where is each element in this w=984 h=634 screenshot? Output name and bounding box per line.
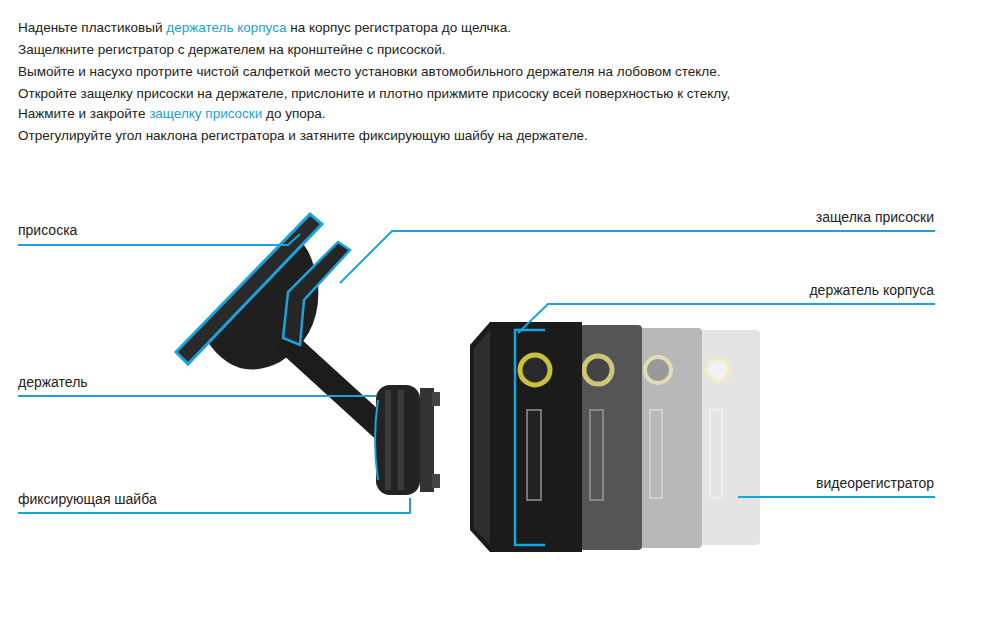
highlight-text: держатель корпуса (166, 20, 286, 35)
instruction-text: Нажмите и закройте (18, 106, 145, 121)
part-label: видеорегистратор (814, 475, 936, 491)
instruction-text: Откройте защелку присоски на держателе, … (18, 86, 730, 101)
instruction-line: Вымойте и насухо протрите чистой салфетк… (18, 64, 721, 79)
instruction-text: до упора. (266, 106, 325, 121)
dashcam-body (470, 322, 582, 552)
part-label: присоска (16, 222, 79, 238)
instruction-line: Защелкните регистратор с держателем на к… (18, 42, 445, 57)
instruction-text: на корпус регистратора до щелчка. (290, 20, 511, 35)
mount (176, 214, 440, 495)
instruction-line: Нажмите и закройте защелку присоски до упо… (18, 106, 326, 121)
instruction-text: Наденьте пластиковый (18, 20, 163, 35)
instruction-line: Откройте защелку присоски на держателе, … (18, 86, 730, 101)
dashcam-ghosts (580, 325, 760, 550)
leader-lines (18, 231, 935, 513)
part-label: держатель корпуса (807, 282, 936, 298)
instruction-text: Отрегулируйте угол наклона регистратора … (18, 128, 588, 143)
instruction-line: Наденьте пластиковыйдержатель корпуса на … (18, 20, 511, 35)
highlight-text: защелку присоски (149, 106, 262, 121)
instruction-text: Вымойте и насухо протрите чистой салфетк… (18, 64, 721, 79)
part-label: защелка присоски (814, 209, 936, 225)
instruction-line: Отрегулируйте угол наклона регистратора … (18, 128, 588, 143)
part-label: держатель (16, 374, 90, 390)
part-label: фиксирующая шайба (16, 491, 159, 507)
instruction-text: Защелкните регистратор с держателем на к… (18, 42, 445, 57)
